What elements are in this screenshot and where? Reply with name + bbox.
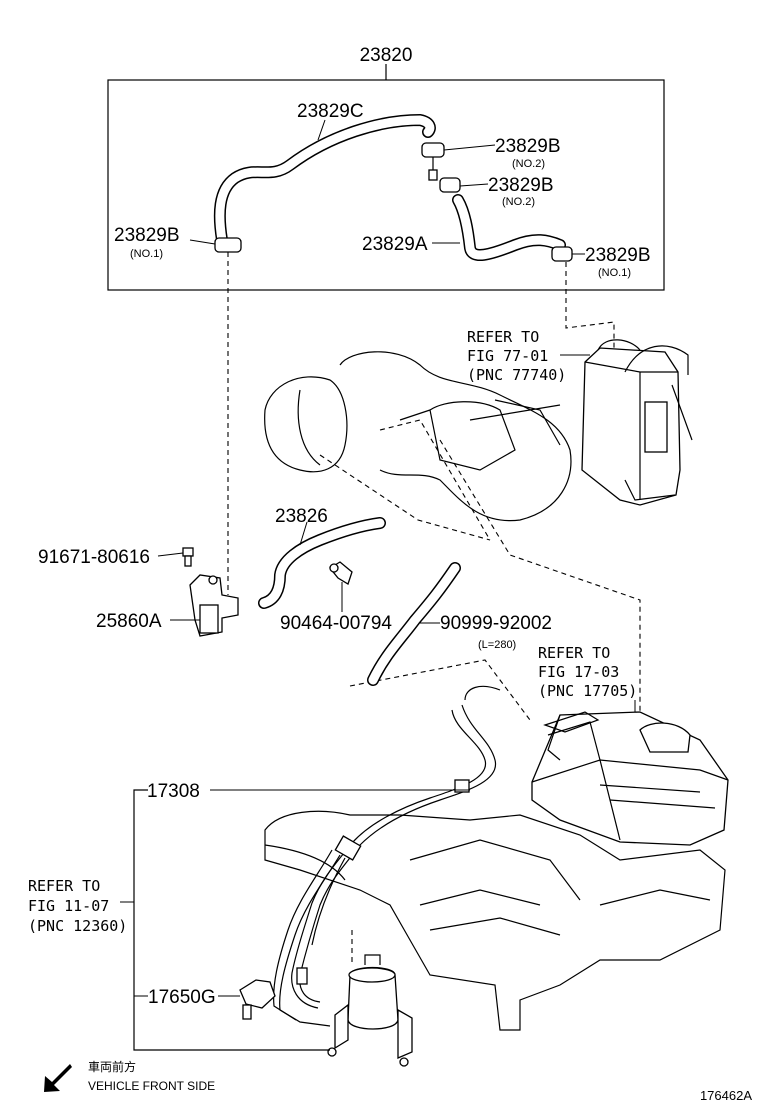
ref-engine-bracket [133,789,330,1051]
label-23829b-no1-left: 23829B [114,225,180,246]
label-23829b-no2-a: 23829B [495,136,561,157]
air-cleaner [531,711,729,846]
charcoal-canister [581,339,693,506]
hose-23826 [258,517,386,609]
assembly-box [107,79,665,291]
label-23829c: 23829C [297,101,364,122]
ref-engine-2: FIG 11-07 [28,897,109,915]
engine-block [264,810,726,1031]
label-25860a: 25860A [96,611,162,632]
clip-23829b-no1-right [551,246,573,262]
label-17308: 17308 [147,781,200,802]
clip-23829b-no1-left [214,237,242,253]
label-90999-92002: 90999-92002 [440,613,552,634]
label-23829a: 23829A [362,234,428,255]
label-90464-00794: 90464-00794 [280,613,392,634]
label-23829b-no2-b: 23829B [488,175,554,196]
clip-23829b-no2-upper [421,142,445,181]
bracket-17650g [239,979,276,1020]
label-23829b-no2-b-sub: (NO.2) [502,196,535,208]
hose-23829a [452,194,566,261]
ref-engine-1: REFER TO [28,877,100,895]
label-23829b-no2-a-sub: (NO.2) [512,158,545,170]
label-23826: 23826 [275,506,328,527]
ref-air-cleaner-2: FIG 17-03 [538,663,619,681]
tube-17308 [273,685,501,1027]
engine-mount [327,954,413,1067]
ref-canister-3: (PNC 77740) [467,366,566,384]
label-91671-80616: 91671-80616 [38,547,150,568]
label-23820: 23820 [360,45,413,66]
label-17650g: 17650G [148,987,216,1008]
ref-canister-1: REFER TO [467,328,539,346]
hose-23829c [213,113,436,246]
figure-id: 176462A [700,1088,752,1103]
guide-line-right [565,262,615,352]
vsv-25860a [189,574,239,637]
label-23829b-no1-left-sub: (NO.1) [130,248,163,260]
direction-english: VEHICLE FRONT SIDE [88,1079,215,1093]
ref-canister-2: FIG 77-01 [467,347,548,365]
bolt-91671-80616 [182,547,194,567]
clamp-90464-00794 [329,561,353,585]
label-23829b-no1-right: 23829B [585,245,651,266]
ref-air-cleaner-1: REFER TO [538,644,610,662]
direction-japanese: 車両前方 [88,1059,136,1074]
ref-air-cleaner-3: (PNC 17705) [538,682,637,700]
ref-engine-3: (PNC 12360) [28,917,127,935]
label-23829b-no1-right-sub: (NO.1) [598,267,631,279]
hose-90999-92002 [367,562,461,686]
intake-manifold [264,351,572,522]
clip-23829b-no2-lower [439,177,461,193]
arrow-down-left-icon [44,1064,72,1092]
label-90999-92002-sub: (L=280) [478,639,516,651]
